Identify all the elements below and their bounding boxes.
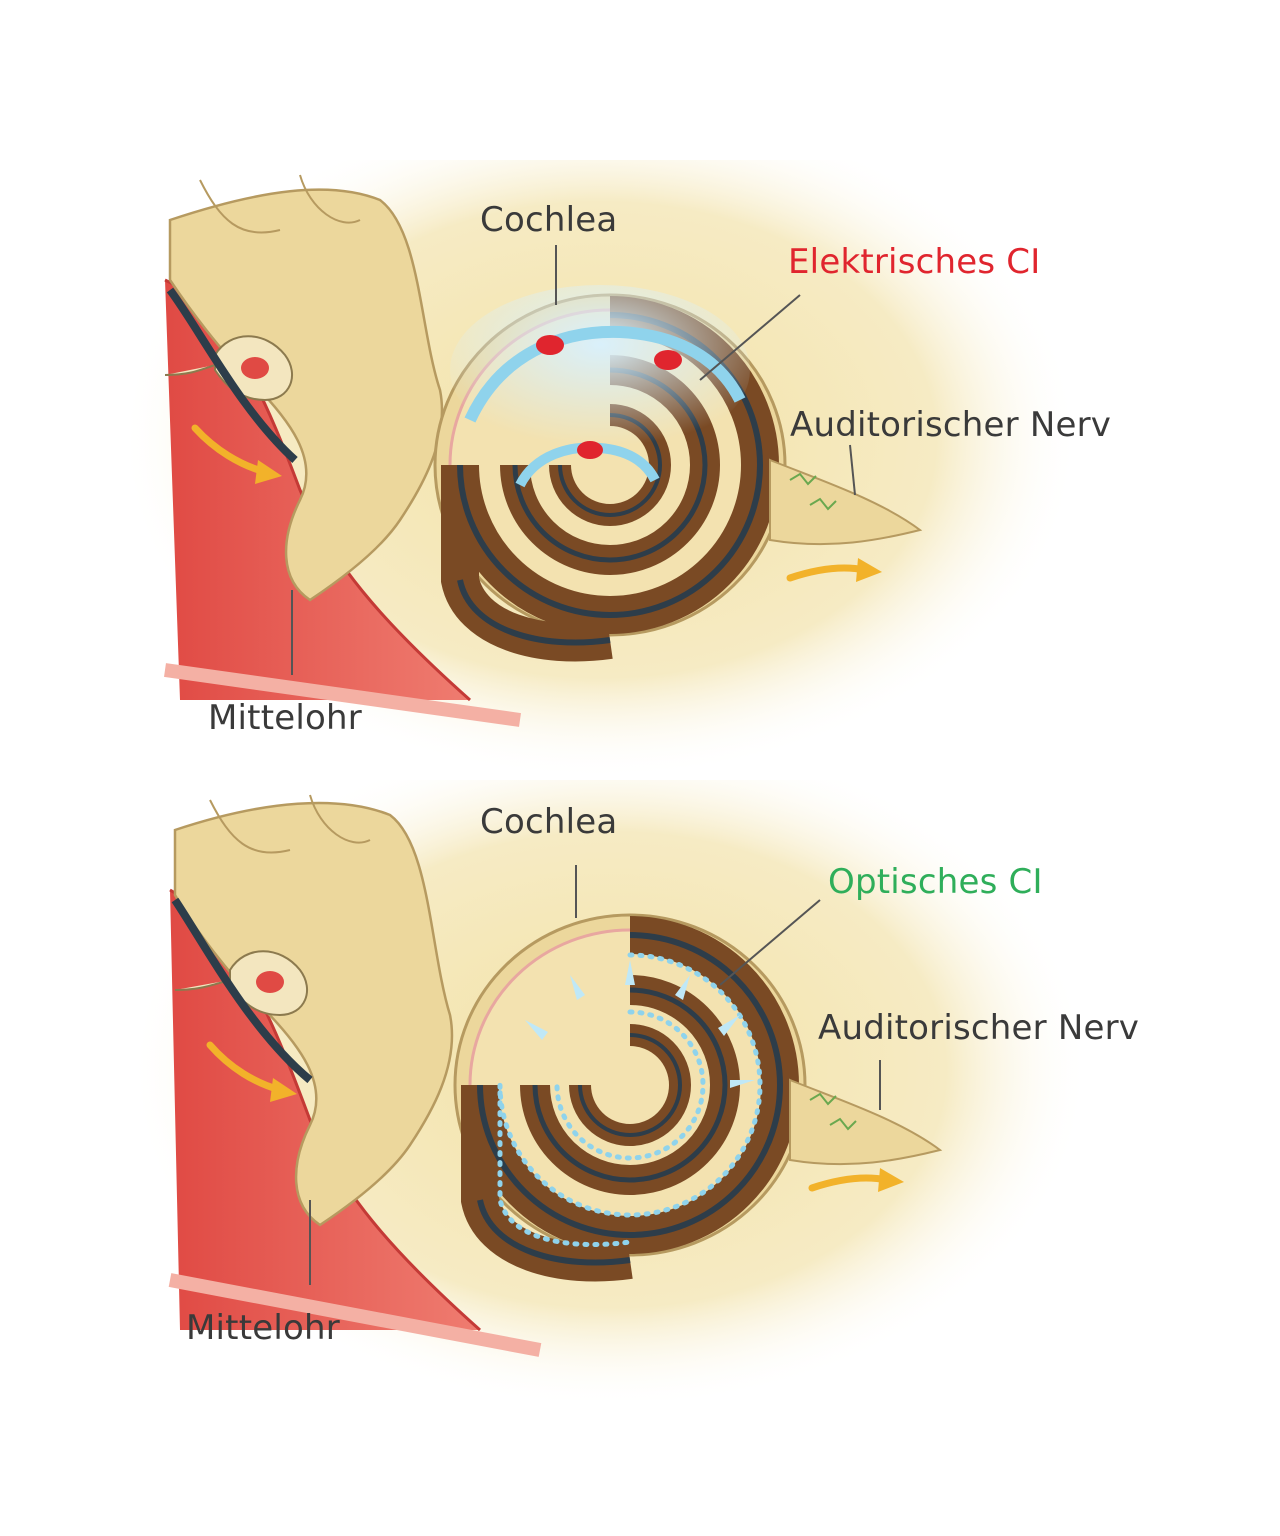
implant-leader-line: [699, 294, 801, 381]
cochlea-label: Cochlea: [480, 802, 618, 842]
optical-ci-label: Optisches CI: [828, 862, 1043, 902]
round-window-membrane: [171, 897, 313, 1084]
signal-arrow-out-icon: [808, 1168, 904, 1192]
electrode-contact: [536, 335, 564, 355]
implant-leader-line: [719, 899, 821, 986]
optical-ci-illustration: [130, 780, 1090, 1400]
electrode-contact: [654, 350, 682, 370]
round-window-membrane: [166, 287, 298, 463]
electrode-array: [464, 325, 746, 423]
cochlea-label: Cochlea: [480, 200, 618, 240]
auditory-nerve-label: Auditorischer Nerv: [790, 405, 1112, 445]
electric-ci-label: Elektrisches CI: [788, 242, 1041, 282]
auditory-nerve: [789, 1078, 943, 1166]
auditory-nerve-label: Auditorischer Nerv: [818, 1008, 1140, 1048]
auditory-nerve: [769, 458, 923, 546]
middle-ear-label: Mittelohr: [186, 1308, 340, 1348]
middle-ear-label: Mittelohr: [208, 698, 362, 738]
sound-arrow-in-icon: [191, 424, 282, 484]
signal-arrow-out-icon: [786, 558, 882, 582]
stimulation-glow: [450, 285, 750, 455]
sound-arrow-in-icon: [206, 1041, 297, 1102]
stapes-icon: [174, 950, 309, 1017]
optical-ci-panel: Cochlea Optisches CI Auditorischer Nerv …: [0, 780, 1280, 1400]
optical-emitter-array: [497, 952, 763, 1248]
electrode-contact: [577, 441, 603, 459]
electric-ci-panel: Cochlea Elektrisches CI Auditorischer Ne…: [0, 160, 1280, 780]
temporal-bone: [173, 801, 454, 1227]
electric-ci-illustration: [120, 160, 1080, 780]
nerve-leader-line: [849, 444, 856, 496]
